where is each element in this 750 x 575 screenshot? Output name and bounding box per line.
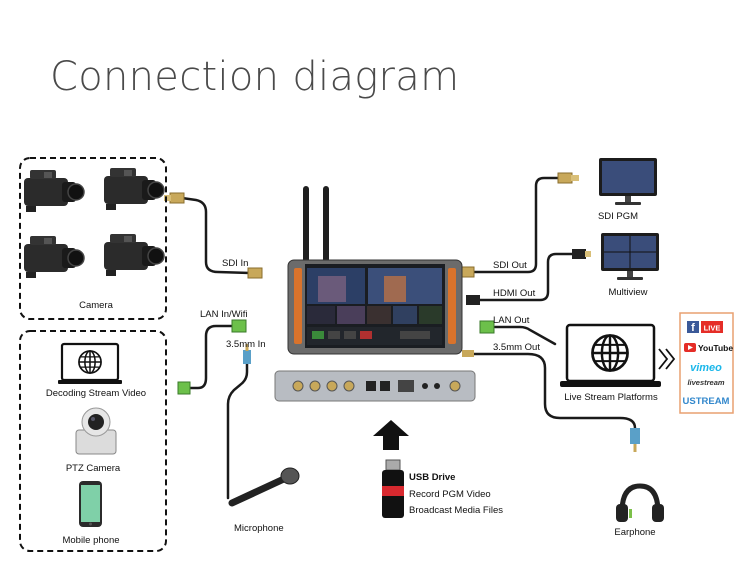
decoding-label: Decoding Stream Video [46, 388, 146, 399]
cables [180, 176, 637, 500]
multiview-monitor-icon [601, 233, 659, 280]
camcorder-icon [23, 167, 165, 279]
camera-label: Camera [79, 300, 114, 311]
platform-panel: f LIVE YouTube vimeo livestream USTREAM [679, 312, 734, 414]
sdi-out-cable [468, 176, 562, 274]
lan-out-label: LAN Out [493, 315, 530, 326]
livestream-label: livestream [687, 378, 724, 387]
facebook-live-label: LIVE [704, 324, 721, 333]
switcher-rear-panel [274, 370, 476, 402]
lan-out-cable [493, 325, 557, 346]
ptz-camera-icon [75, 407, 117, 455]
usb-drive-icon [382, 459, 404, 518]
microphone-icon [228, 467, 300, 507]
camera-group-box [19, 157, 167, 320]
decoding-monitor-icon [58, 342, 122, 384]
sdi-pgm-monitor-icon [599, 158, 657, 205]
vimeo-label: vimeo [690, 362, 722, 374]
lan-out-connector [479, 320, 495, 334]
mic-cable [226, 362, 249, 500]
sdi-in-connector [164, 192, 185, 204]
usb-line1: Record PGM Video [409, 489, 491, 500]
facebook-glyph: f [691, 322, 695, 334]
arrow-up-icon [373, 420, 409, 450]
mobile-phone-icon [79, 481, 102, 527]
usb-title: USB Drive [409, 472, 455, 483]
lan-in-label: LAN In/Wifi [200, 309, 248, 320]
earphone-cable [470, 352, 637, 430]
lan-in-connector [177, 319, 247, 395]
source-group-box [19, 330, 167, 552]
in35-label: 3.5mm In [226, 339, 266, 350]
out35-label: 3.5mm Out [493, 342, 540, 353]
ptz-label: PTZ Camera [66, 463, 121, 474]
double-chevron-icon [658, 348, 676, 370]
live-stream-label: Live Stream Platforms [564, 392, 658, 403]
switcher-device [287, 186, 463, 355]
hdmi-out-label: HDMI Out [493, 288, 536, 299]
earphone-label: Earphone [614, 527, 655, 538]
ustream-label: USTREAM [683, 396, 730, 407]
sdi-out-label: SDI Out [493, 260, 527, 271]
sdi-in-cable [180, 196, 252, 275]
multiview-label: Multiview [608, 287, 647, 298]
usb-line2: Broadcast Media Files [409, 505, 503, 516]
lan-in-cable [186, 324, 236, 390]
hdmi-out-cable [475, 252, 576, 302]
laptop-icon [560, 323, 661, 387]
page-title: Connection diagram [50, 54, 460, 100]
sdi-pgm-label: SDI PGM [598, 211, 638, 222]
sdi-in-device-connector [247, 267, 263, 279]
in35-jack [243, 344, 251, 364]
sdi-in-label: SDI In [222, 258, 248, 269]
out35-jack [462, 350, 640, 452]
youtube-label: YouTube [698, 343, 733, 353]
hdmi-out-connector [466, 249, 591, 305]
earphone-icon [616, 483, 664, 522]
microphone-label: Microphone [234, 523, 284, 534]
facebook-icon [687, 321, 699, 333]
mobile-label: Mobile phone [62, 535, 119, 546]
